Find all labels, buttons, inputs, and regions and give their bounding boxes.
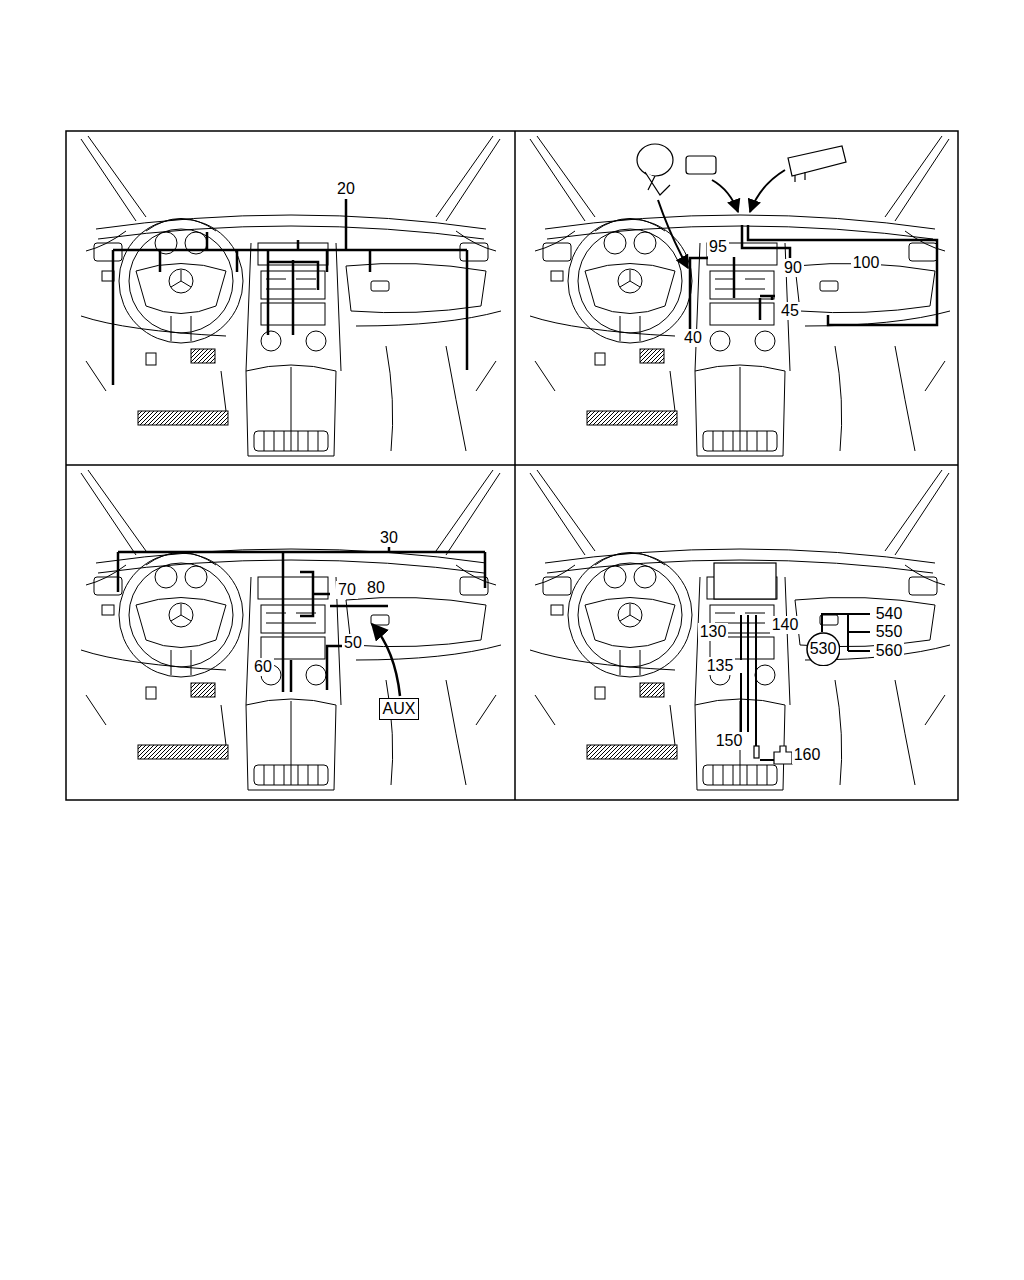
callout-number: 30: [378, 529, 400, 547]
callout-number: 100: [851, 254, 882, 272]
frame: [66, 131, 958, 800]
connector-icon: [754, 746, 792, 764]
callout-number: 140: [770, 616, 801, 634]
leader-lines: [690, 225, 937, 330]
callout-number: 135: [705, 657, 736, 675]
callout-number: 560: [874, 642, 905, 660]
callout-circle: 530: [806, 632, 841, 667]
callout-number: 50: [342, 634, 364, 652]
callout-number: 20: [335, 180, 357, 198]
callout-number: 160: [792, 746, 823, 764]
node-text: 530: [810, 640, 837, 658]
callout-number: 550: [874, 623, 905, 641]
callout-number: 95: [707, 238, 729, 256]
callout-number: 60: [252, 658, 274, 676]
part-icons: [637, 144, 846, 195]
callout-number: 80: [365, 579, 387, 597]
arrows: [658, 170, 785, 268]
leader-lines: [118, 546, 485, 692]
arrows: [372, 624, 400, 696]
callout-number: 45: [779, 302, 801, 320]
aux-box: AUX: [379, 698, 420, 720]
callout-number: 40: [682, 329, 704, 347]
leader-lines: [741, 614, 870, 760]
callout-number: 90: [782, 259, 804, 277]
node-text: AUX: [383, 700, 416, 718]
callout-number: 130: [698, 623, 729, 641]
callout-number: 70: [336, 581, 358, 599]
leader-lines: [113, 199, 467, 385]
cabin-views: [81, 136, 950, 790]
display-screen: [714, 563, 776, 599]
callout-number: 150: [714, 732, 745, 750]
callout-number: 540: [874, 605, 905, 623]
